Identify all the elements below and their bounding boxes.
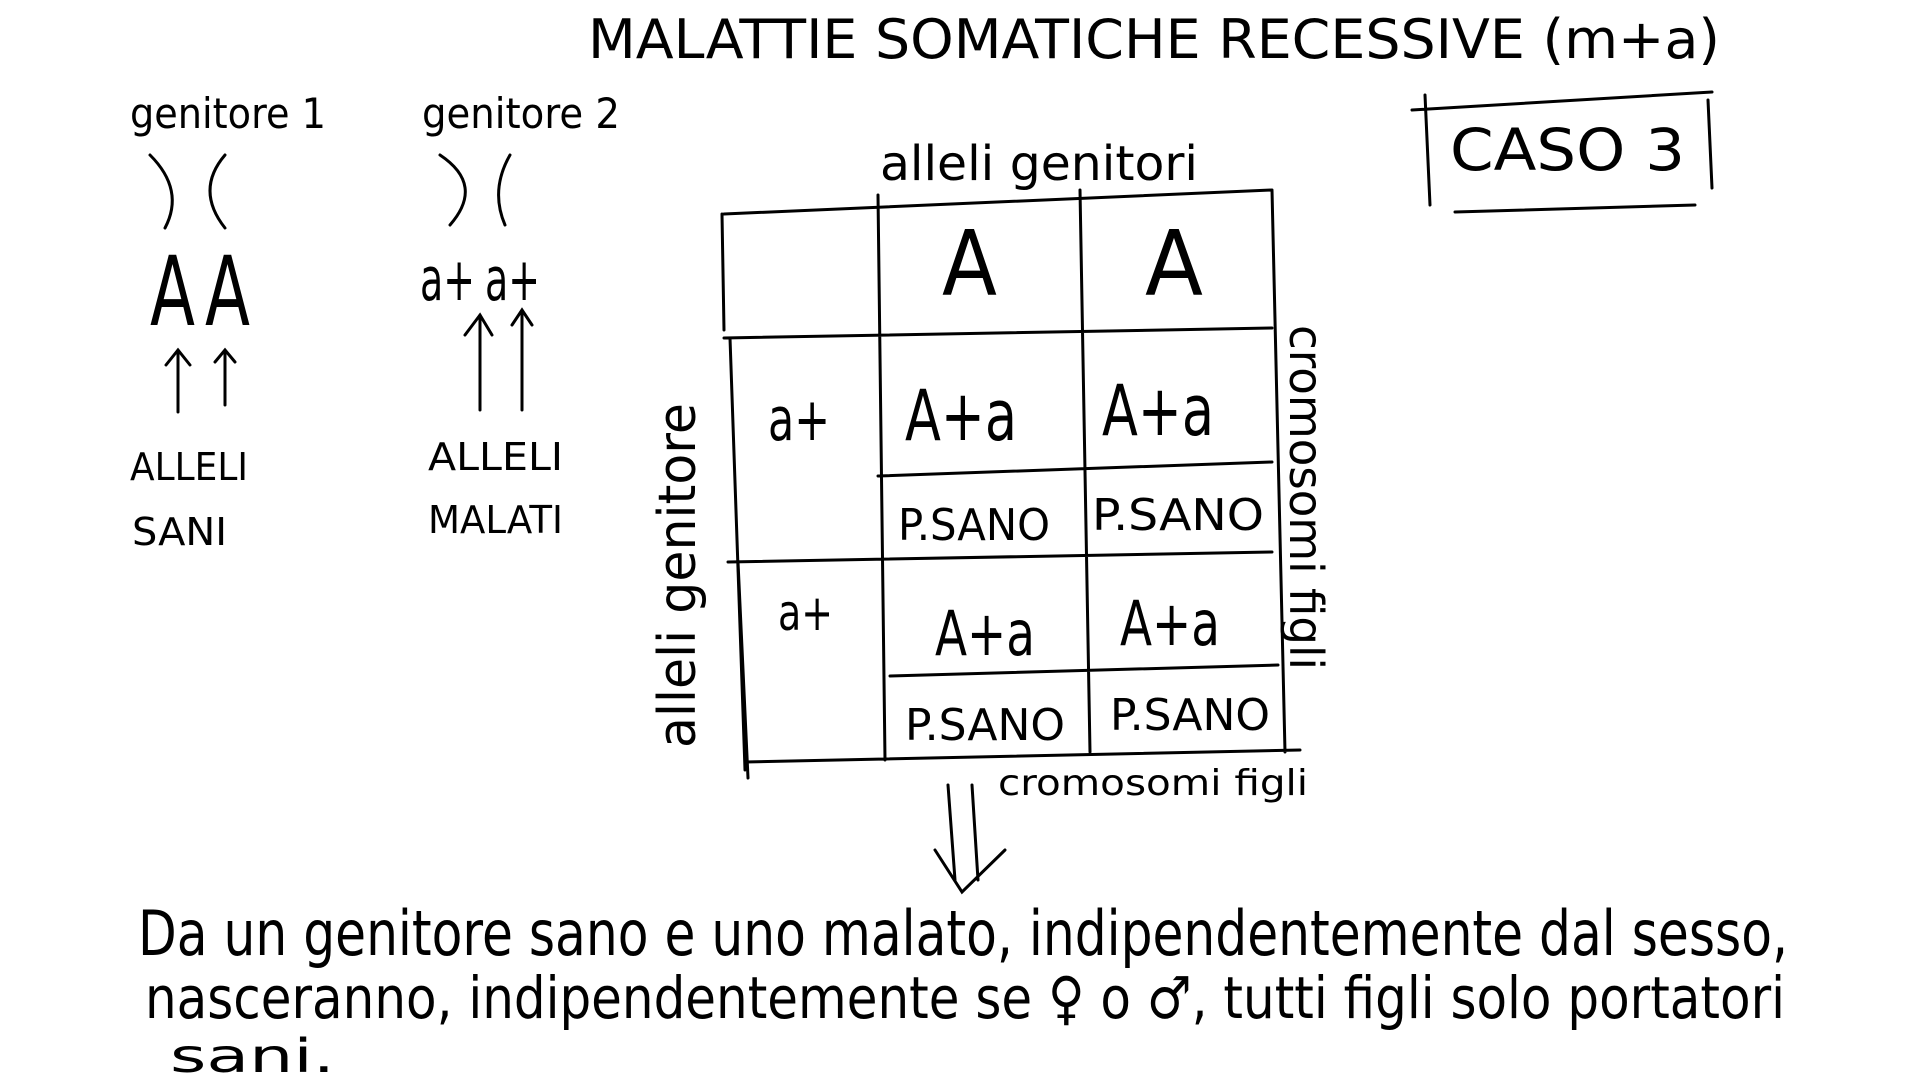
cell-genotype: A+a: [1120, 587, 1220, 660]
page-title: MALATTIE SOMATICHE RECESSIVE (m+a): [588, 8, 1720, 71]
cell-status: P.SANO: [1092, 490, 1264, 541]
conclusion: Da un genitore sano e uno malato, indipe…: [138, 897, 1788, 1080]
chromosome-icon: [148, 153, 227, 230]
top-label: alleli genitori: [880, 136, 1198, 192]
allele: a+: [485, 245, 540, 315]
allele-note: ALLELI: [130, 445, 248, 489]
row-allele: a+: [768, 385, 830, 455]
bottom-label: cromosomi figli: [998, 763, 1308, 804]
arrow-up-icon: [463, 307, 534, 412]
cell-status: P.SANO: [898, 500, 1050, 551]
double-arrow-down-icon: [933, 783, 1007, 895]
allele: A: [150, 236, 195, 348]
parent-label: genitore 2: [422, 89, 620, 138]
punnett-square: alleli genitori A A a+ a+ A+a A+a P.SANO…: [648, 136, 1333, 895]
column-allele: A: [1145, 212, 1203, 317]
allele: a+: [420, 245, 475, 315]
allele-note: SANI: [132, 510, 227, 554]
cell-genotype: A+a: [1102, 370, 1214, 452]
right-label: cromosomi figli: [1279, 325, 1333, 670]
left-label: alleli genitore: [648, 403, 708, 748]
conclusion-line: Da un genitore sano e uno malato, indipe…: [138, 897, 1788, 970]
allele-note: ALLELI: [428, 435, 563, 479]
column-allele: A: [942, 212, 997, 317]
cell-genotype: A+a: [935, 597, 1035, 670]
parent-1: genitore 1 A A ALLELI SANI: [130, 89, 326, 554]
conclusion-line: nasceranno, indipendentemente se ♀ o ♂, …: [145, 964, 1785, 1032]
grid-lines: [720, 188, 1302, 772]
arrow-up-icon: [164, 347, 237, 414]
case-box: CASO 3: [1410, 90, 1714, 214]
allele: A: [205, 236, 250, 348]
case-label: CASO 3: [1450, 116, 1685, 184]
cell-status: P.SANO: [1110, 690, 1270, 741]
cell-status: P.SANO: [905, 700, 1065, 751]
cell-genotype: A+a: [905, 375, 1017, 457]
allele-note: MALATI: [428, 498, 563, 542]
parent-2: genitore 2 a+ a+ ALLELI MALATI: [420, 89, 620, 542]
row-allele: a+: [778, 584, 833, 642]
conclusion-line: sani.: [170, 1029, 335, 1080]
parent-label: genitore 1: [130, 89, 326, 138]
chromosome-icon: [438, 153, 512, 227]
